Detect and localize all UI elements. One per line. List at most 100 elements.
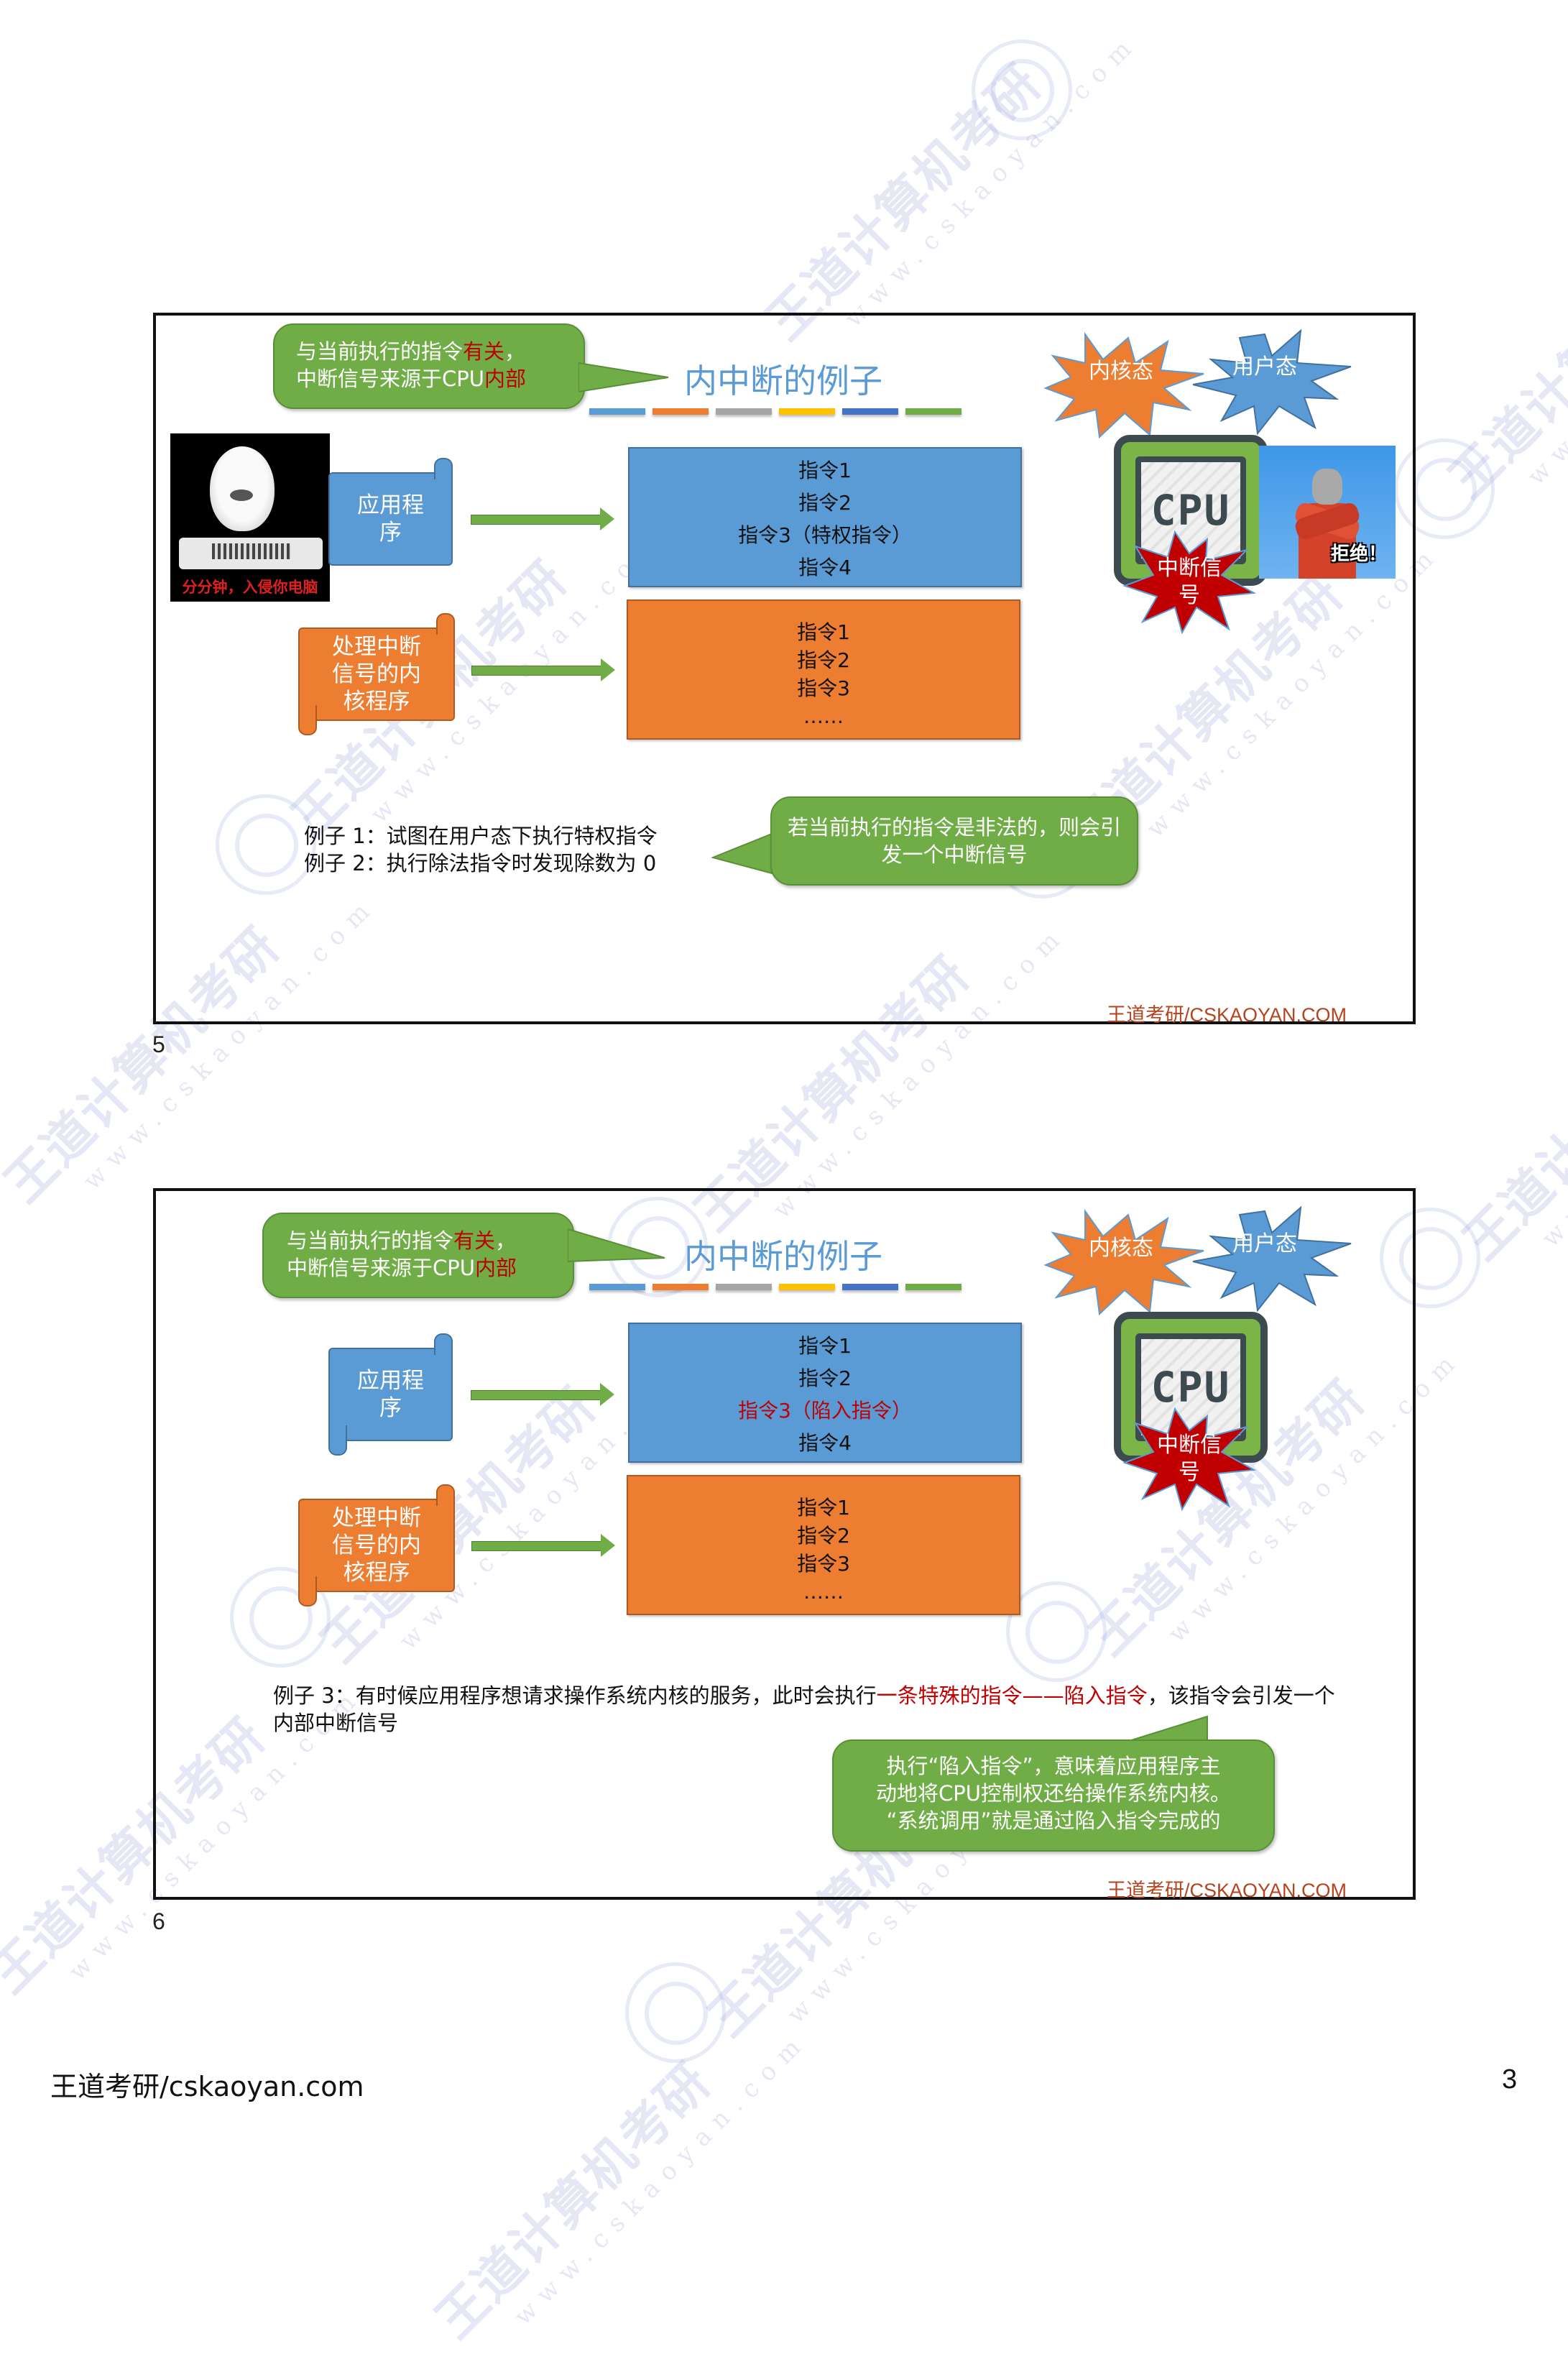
example-3-text: 例子 3：有时候应用程序想请求操作系统内核的服务，此时会执行一条特殊的指令——陷… <box>273 1682 1337 1737</box>
scroll-label: 处理中断信号的内核程序 <box>332 634 421 714</box>
kernel-mode-label: 内核态 <box>1089 359 1153 384</box>
kernel-handler-scroll: 处理中断信号的内核程序 <box>298 613 455 735</box>
top-callout: 与当前执行的指令有关， 中断信号来源于CPU内部 <box>273 323 585 409</box>
color-bar <box>905 408 961 415</box>
arrow-right-icon <box>471 658 615 681</box>
color-bar <box>779 1284 835 1290</box>
color-bar <box>589 1284 645 1290</box>
illegal-instruction-callout: 若当前执行的指令是非法的，则会引发一个中断信号 <box>770 796 1138 886</box>
instruction-line: …… <box>803 1580 844 1604</box>
interrupt-signal-burst-icon <box>1122 1407 1257 1512</box>
user-mode-label: 用户态 <box>1232 354 1297 380</box>
refuse-caption: 拒绝！ <box>1330 543 1387 565</box>
example-2: 例子 2：执行除法指令时发现除数为 0 <box>304 851 657 875</box>
arrow-right-icon <box>471 1383 614 1406</box>
trap-instruction-callout: 执行“陷入指令”，意味着应用程序主 动地将CPU控制权还给操作系统内核。 “系统… <box>832 1739 1275 1852</box>
brand-footer: 王道考研/CSKAOYAN.COM <box>1107 1880 1347 1901</box>
callout-text: 若当前执行的指令是非法的，则会引发一个中断信号 <box>787 815 1121 867</box>
callout-tail-icon <box>578 362 669 393</box>
slide-title: 内中断的例子 <box>684 362 882 400</box>
scroll-label: 应用程序 <box>357 1368 424 1421</box>
slide-number: 5 <box>152 1031 165 1057</box>
color-bar <box>652 408 709 415</box>
slide-number: 6 <box>152 1908 165 1934</box>
instruction-line: …… <box>803 704 844 728</box>
interrupt-signal-burst-icon <box>1122 530 1257 635</box>
instruction-line: 指令1 <box>798 459 852 482</box>
watermark-seal-icon <box>625 1962 726 2063</box>
handler-instruction-block: 指令1 指令2 指令3 …… <box>627 599 1020 740</box>
top-callout: 与当前执行的指令有关， 中断信号来源于CPU内部 <box>262 1213 574 1298</box>
instruction-line: 指令2 <box>798 1366 852 1390</box>
slide-5 <box>153 313 1416 1024</box>
instruction-line: 指令1 <box>798 1334 852 1358</box>
cpu-chip-icon: CPU <box>1114 1312 1268 1463</box>
instruction-line: 指令2 <box>798 491 852 515</box>
callout-highlight: 有关 <box>463 339 505 364</box>
page-number: 3 <box>1502 2064 1518 2095</box>
page-footer-brand: 王道考研/cskaoyan.com <box>50 2071 364 2102</box>
callout-text: ， <box>495 1228 517 1253</box>
user-mode-burst-icon <box>1192 1205 1352 1312</box>
callout-text: 动地将CPU控制权还给操作系统内核。 <box>876 1781 1231 1806</box>
brand-footer: 王道考研/CSKAOYAN.COM <box>1107 1004 1347 1026</box>
interrupt-signal-label: 中断信号 <box>1157 556 1222 608</box>
instruction-line: 指令2 <box>797 1524 850 1548</box>
kernel-handler-scroll: 处理中断信号的内核程序 <box>298 1484 455 1606</box>
instruction-line: 指令2 <box>797 648 850 672</box>
meme-caption: 分分钟，入侵你电脑 <box>182 579 318 596</box>
cpu-label: CPU <box>1150 486 1231 535</box>
color-bar <box>652 1284 709 1290</box>
handler-instruction-block: 指令1 指令2 指令3 …… <box>627 1475 1020 1615</box>
color-bar <box>905 1284 961 1290</box>
instruction-line: 指令1 <box>797 1496 850 1520</box>
example-text: ，该指令会引发一个内部中断信号 <box>273 1683 1335 1735</box>
arrow-right-icon <box>471 1534 615 1557</box>
trap-instruction-line: 指令3（陷入指令） <box>738 1399 912 1422</box>
slide-6 <box>153 1188 1416 1900</box>
watermark-seal-icon <box>972 40 1072 140</box>
refuse-meme-image: 拒绝！ <box>1259 446 1396 579</box>
cpu-label: CPU <box>1150 1363 1231 1412</box>
app-instruction-block: 指令1 指令2 指令3（陷入指令） 指令4 <box>628 1323 1022 1463</box>
scroll-label: 应用程序 <box>357 492 424 546</box>
color-bar <box>589 408 645 415</box>
app-program-scroll: 应用程序 <box>328 1333 453 1456</box>
instruction-line: 指令4 <box>798 556 852 579</box>
slide-title: 内中断的例子 <box>684 1237 882 1276</box>
instruction-line: 指令4 <box>798 1431 852 1455</box>
user-mode-burst-icon <box>1192 328 1352 435</box>
color-bar <box>716 408 772 415</box>
example-1: 例子 1：试图在用户态下执行特权指令 <box>304 824 658 848</box>
callout-text: 执行“陷入指令”，意味着应用程序主 <box>886 1754 1221 1778</box>
interrupt-signal-label: 中断信号 <box>1157 1433 1222 1485</box>
app-instruction-block: 指令1 指令2 指令3（特权指令） 指令4 <box>628 447 1022 587</box>
callout-highlight: 有关 <box>453 1228 496 1253</box>
instruction-line: 指令3 <box>797 676 850 700</box>
examples-text: 例子 1：试图在用户态下执行特权指令 例子 2：执行除法指令时发现除数为 0 <box>304 822 658 877</box>
kernel-mode-label: 内核态 <box>1089 1236 1153 1261</box>
callout-text: “系统调用”就是通过陷入指令完成的 <box>886 1808 1221 1833</box>
callout-text: 中断信号来源于CPU <box>296 367 484 391</box>
app-program-scroll: 应用程序 <box>328 458 453 566</box>
color-bar <box>779 408 835 415</box>
callout-text: 与当前执行的指令 <box>287 1228 454 1253</box>
scroll-label: 处理中断信号的内核程序 <box>332 1505 421 1586</box>
color-bar <box>842 408 898 415</box>
instruction-line: 指令1 <box>797 620 850 644</box>
callout-text: ， <box>504 339 526 364</box>
callout-text: 中断信号来源于CPU <box>287 1256 475 1280</box>
user-mode-label: 用户态 <box>1232 1231 1297 1256</box>
callout-highlight: 内部 <box>484 367 526 391</box>
arrow-right-icon <box>471 507 614 530</box>
callout-tail-icon <box>711 832 773 875</box>
callout-text: 与当前执行的指令 <box>296 339 464 364</box>
color-bar <box>716 1284 772 1290</box>
example-text: 例子 3：有时候应用程序想请求操作系统内核的服务，此时会执行 <box>273 1683 877 1708</box>
example-highlight: 一条特殊的指令——陷入指令 <box>876 1683 1148 1708</box>
hacker-meme-image: 分分钟，入侵你电脑 <box>170 433 330 602</box>
color-bar <box>842 1284 898 1290</box>
